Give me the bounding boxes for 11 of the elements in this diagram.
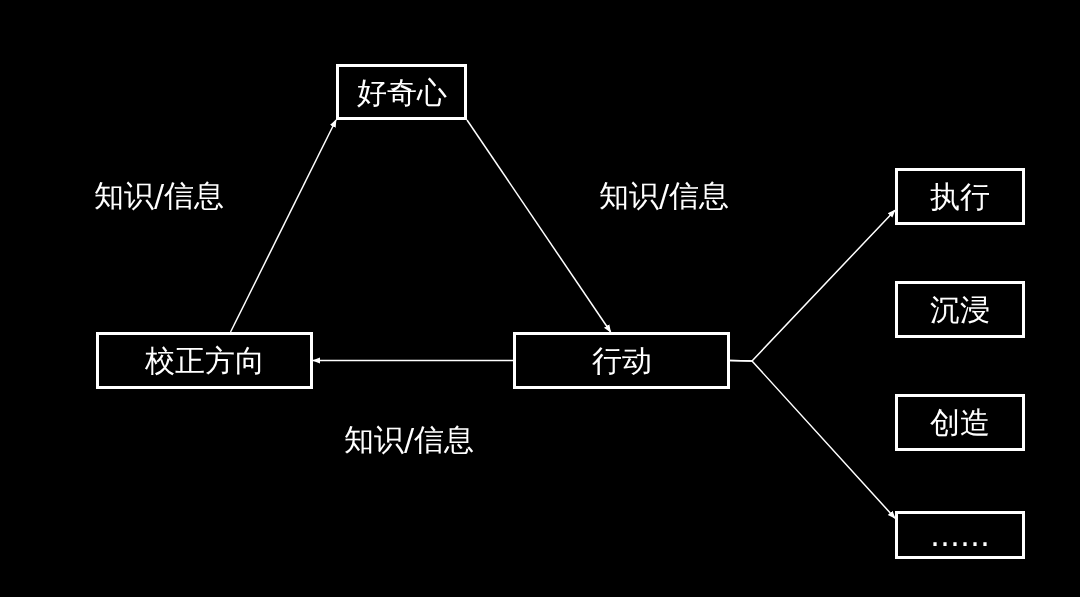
process-box: …… <box>895 511 1025 559</box>
process-box: 创造 <box>895 394 1025 451</box>
process-box: 行动 <box>513 332 730 389</box>
arrow <box>729 359 896 519</box>
process-box: 校正方向 <box>96 332 313 389</box>
arrow <box>466 119 612 333</box>
arrow <box>312 357 514 364</box>
arrow <box>229 119 337 333</box>
process-box: 好奇心 <box>336 64 467 120</box>
process-box: 沉浸 <box>895 281 1025 338</box>
process-box: 执行 <box>895 168 1025 225</box>
